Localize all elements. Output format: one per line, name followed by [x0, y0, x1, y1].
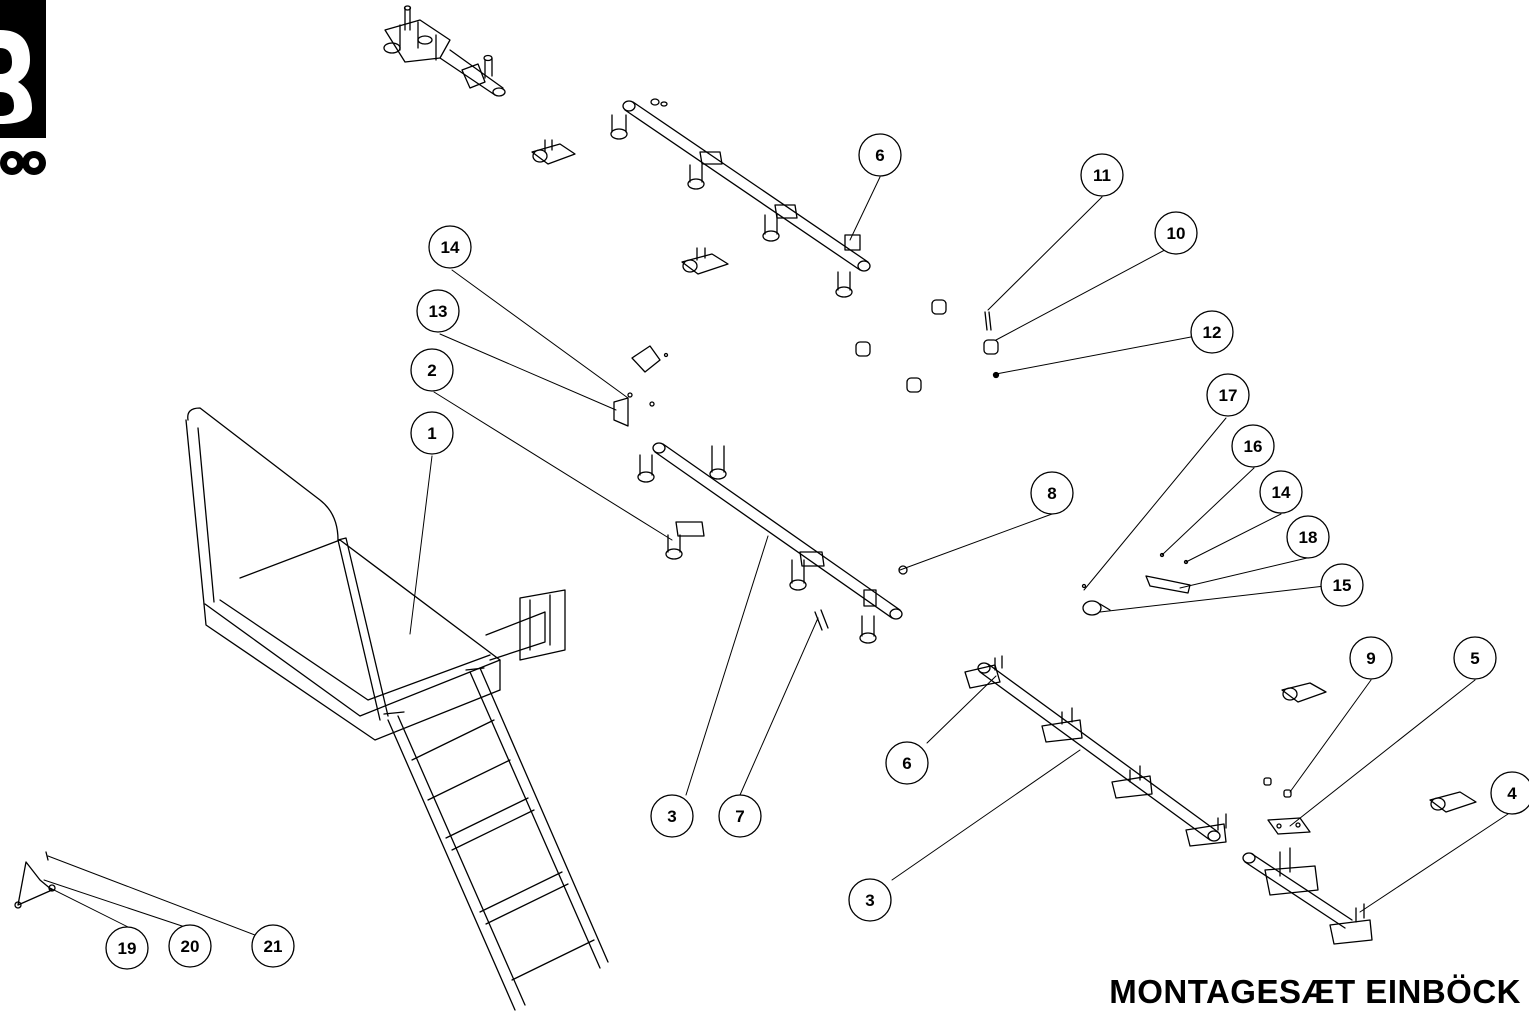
callout-c21: 21 [251, 924, 295, 968]
callout-c16: 16 [1231, 424, 1275, 468]
clamp-piece-d [1429, 791, 1477, 813]
callout-number: 2 [427, 361, 436, 380]
callout-circle [1320, 563, 1364, 607]
callout-number: 20 [181, 937, 200, 956]
callout-circle [416, 289, 460, 333]
callout-number: 14 [441, 238, 460, 257]
callout-circle [650, 794, 694, 838]
callout-circle [1030, 471, 1074, 515]
callout-number: 9 [1366, 649, 1375, 668]
callout-circle [858, 133, 902, 177]
callout-c12: 12 [1190, 310, 1234, 354]
clamp-piece-a [531, 139, 576, 165]
leader-lines [43, 176, 1509, 936]
callout-c4: 4 [1490, 771, 1529, 815]
callout-c15: 15 [1320, 563, 1364, 607]
clamp-piece-b [681, 247, 729, 275]
callout-number: 16 [1244, 437, 1263, 456]
callout-c18: 18 [1286, 515, 1330, 559]
callout-c20: 20 [168, 924, 212, 968]
callout-circle [105, 926, 149, 970]
callout-circle [168, 924, 212, 968]
callout-number: 18 [1299, 528, 1318, 547]
callout-number: 3 [667, 807, 676, 826]
callout-number: 17 [1219, 386, 1238, 405]
callout-c5: 5 [1453, 636, 1497, 680]
callout-circle [1286, 515, 1330, 559]
callout-c6a: 6 [858, 133, 902, 177]
callout-circle [1190, 310, 1234, 354]
callout-circle [1206, 373, 1250, 417]
crossbar-middle [637, 442, 908, 644]
callout-c3b: 3 [848, 878, 892, 922]
callout-circle [718, 794, 762, 838]
callout-number: 4 [1507, 784, 1517, 803]
callout-c14a: 14 [428, 225, 472, 269]
callout-circle [410, 411, 454, 455]
callout-circle [848, 878, 892, 922]
callout-circle [1231, 424, 1275, 468]
callout-number: 10 [1167, 224, 1186, 243]
callout-circle [885, 741, 929, 785]
callout-number: 21 [264, 937, 283, 956]
callout-number: 6 [902, 754, 911, 773]
mount-bracket-top-left [383, 5, 506, 97]
callout-c3a: 3 [650, 794, 694, 838]
callout-c2: 2 [410, 348, 454, 392]
brand-logo-icon [0, 0, 46, 175]
callout-c19: 19 [105, 926, 149, 970]
callout-number: 11 [1093, 166, 1111, 185]
callout-circle [1453, 636, 1497, 680]
callout-circle [1349, 636, 1393, 680]
callouts: 6 11 10 14 13 12 2 17 1 16 8 14 18 15 9 5 6 3 7 4 3 19 20 21 [105, 133, 1529, 970]
callout-number: 15 [1333, 576, 1352, 595]
clamp-piece-c [1281, 682, 1327, 703]
callout-circle [251, 924, 295, 968]
callout-number: 13 [429, 302, 448, 321]
rubber-buffers [855, 299, 1000, 393]
callout-circle [1259, 470, 1303, 514]
callout-c14b: 14 [1259, 470, 1303, 514]
callout-circle [410, 348, 454, 392]
callout-number: 6 [875, 146, 884, 165]
callout-number: 19 [118, 939, 137, 958]
drawing-title: MONTAGESÆT EINBÖCK [1109, 973, 1521, 1010]
callout-number: 3 [865, 891, 874, 910]
callout-circle [1080, 153, 1124, 197]
callout-circle [428, 225, 472, 269]
callout-c17: 17 [1206, 373, 1250, 417]
callout-number: 1 [427, 424, 436, 443]
callout-c8: 8 [1030, 471, 1074, 515]
callout-c11: 11 [1080, 153, 1124, 197]
hook-bracket-15-18 [1081, 552, 1191, 616]
callout-c1: 1 [410, 411, 454, 455]
crossbar-lower [964, 655, 1373, 945]
small-bracket-13 [613, 345, 669, 427]
callout-c10: 10 [1154, 211, 1198, 255]
callout-number: 7 [735, 807, 744, 826]
plate-part-5 [1263, 777, 1311, 835]
callout-number: 5 [1470, 649, 1479, 668]
callout-c13: 13 [416, 289, 460, 333]
crossbar-upper [610, 98, 871, 298]
callout-number: 14 [1272, 483, 1291, 502]
callout-c6b: 6 [885, 741, 929, 785]
callout-number: 12 [1203, 323, 1222, 342]
platform-assembly [185, 407, 609, 1011]
callout-circle [1154, 211, 1198, 255]
callout-number: 8 [1047, 484, 1056, 503]
callout-circle [1490, 771, 1529, 815]
bracket-19-20-21 [14, 851, 56, 909]
callout-c9: 9 [1349, 636, 1393, 680]
callout-c7: 7 [718, 794, 762, 838]
